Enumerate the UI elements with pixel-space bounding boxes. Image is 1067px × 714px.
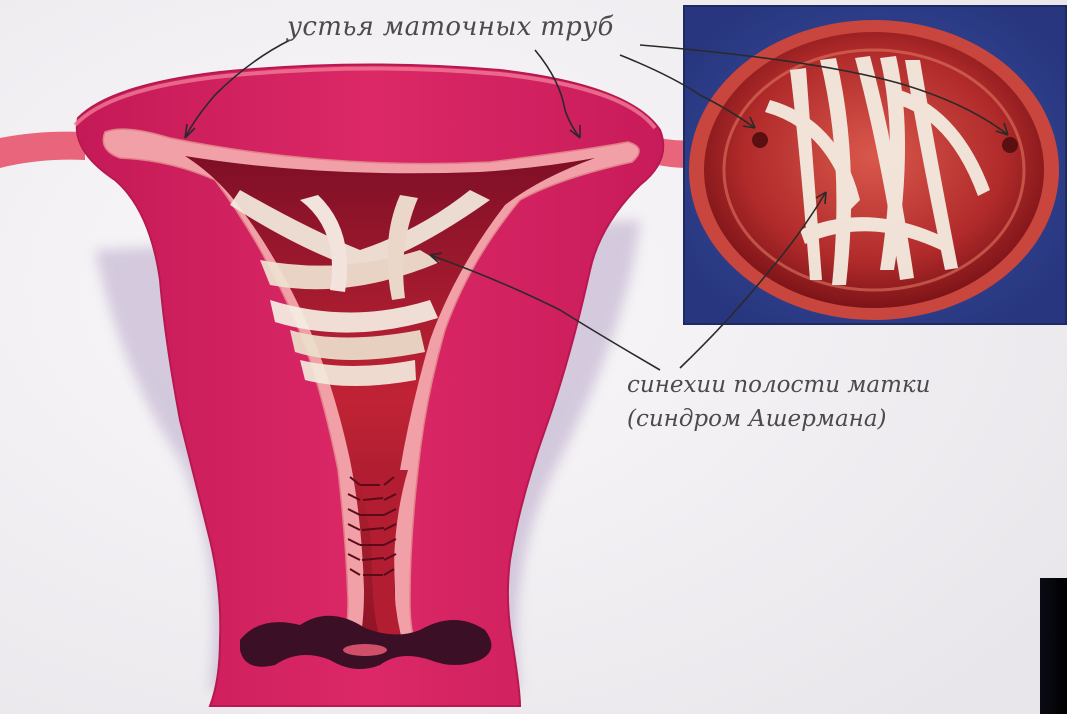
label-tubal-ostia: устья маточных труб xyxy=(287,12,614,42)
label-asherman-syndrome: (синдром Ашермана) xyxy=(627,406,887,432)
right-tubal-ostium xyxy=(1002,137,1018,153)
label-synechiae: синехии полости матки xyxy=(627,372,930,398)
external-os xyxy=(343,644,387,656)
inset-hysteroscopic-view xyxy=(684,6,1066,324)
left-tubal-ostium xyxy=(752,132,768,148)
dark-corner-overlay xyxy=(1040,578,1067,714)
